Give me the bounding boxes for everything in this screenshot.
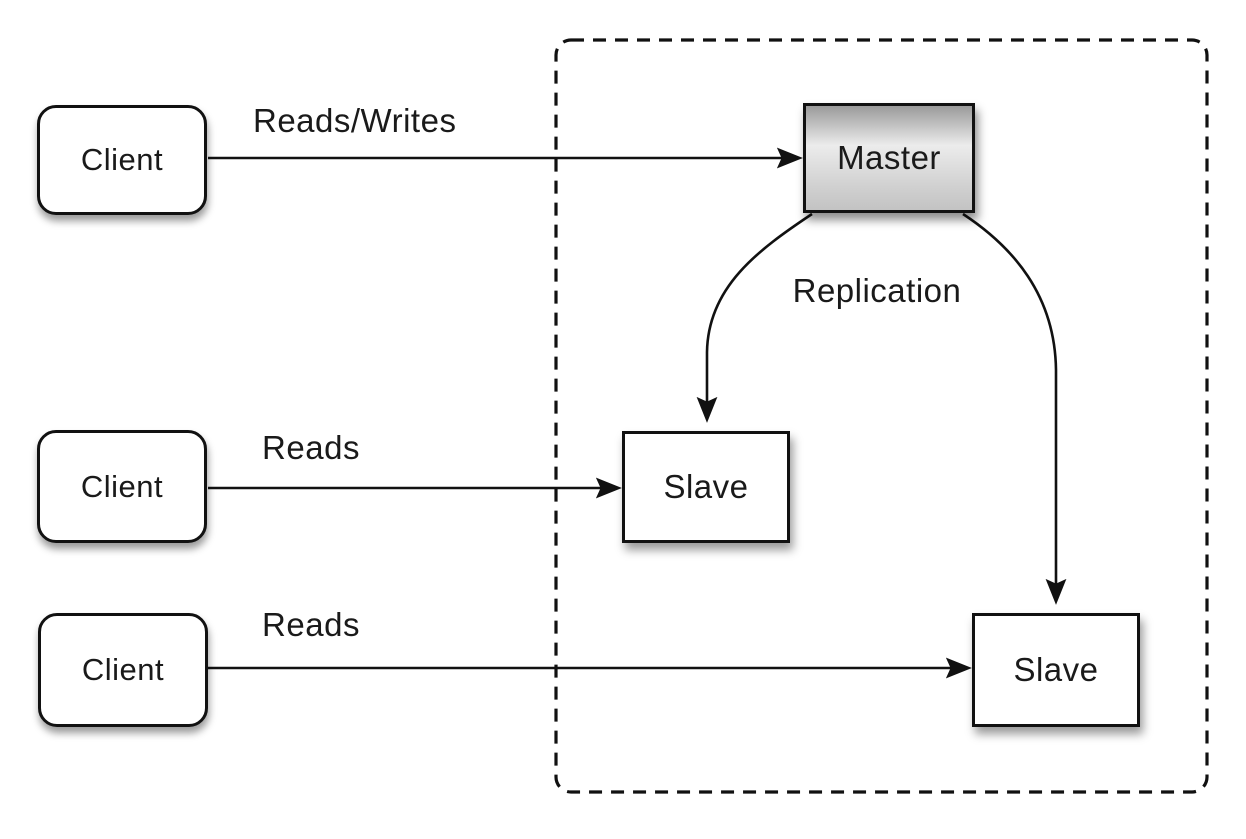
replication-label: Replication: [792, 272, 962, 309]
replication-group-dashed-border: [554, 38, 1209, 794]
client-node-1-label: Client: [80, 142, 164, 177]
client-node-2: Client: [37, 430, 207, 543]
master-node: Master: [803, 103, 975, 213]
client-node-1: Client: [37, 105, 207, 215]
client-node-2-label: Client: [80, 468, 164, 504]
slave-node-1-label: Slave: [663, 468, 749, 505]
slave-node-2-label: Slave: [1013, 651, 1099, 688]
client-node-3-label: Client: [81, 652, 165, 687]
replication-arrow-left: [696, 212, 813, 423]
reads-label-bottom: Reads: [262, 606, 360, 643]
slave-node-1: Slave: [622, 431, 790, 543]
client-node-3: Client: [38, 613, 208, 727]
master-node-label: Master: [837, 139, 941, 176]
reads-label-middle: Reads: [262, 429, 360, 466]
reads-writes-label: Reads/Writes: [253, 102, 457, 139]
slave-node-2: Slave: [972, 613, 1140, 727]
replication-arrow-right: [962, 212, 1067, 605]
